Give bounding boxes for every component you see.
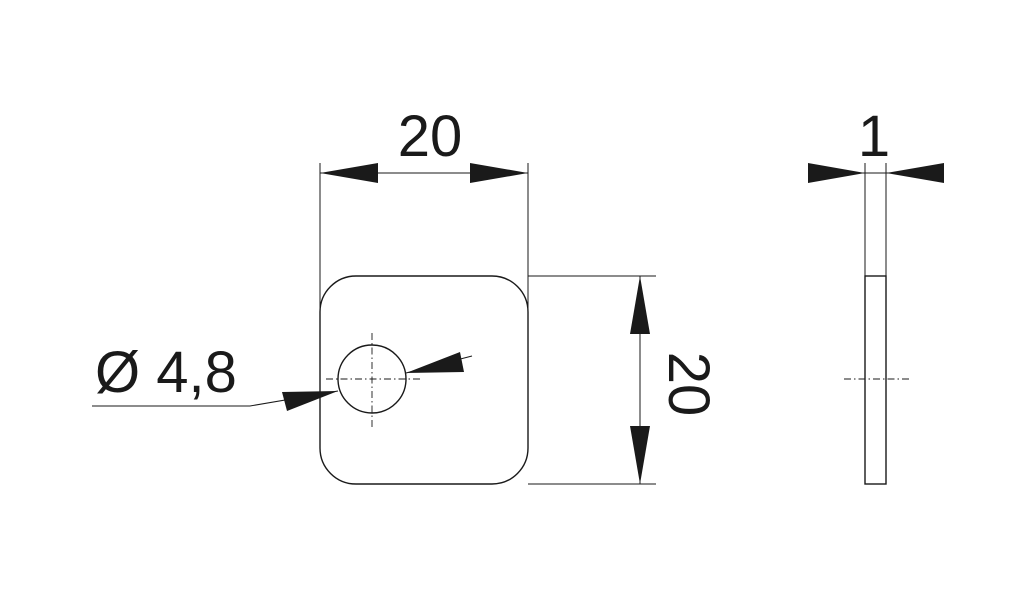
arrowhead-diameter-right bbox=[406, 352, 464, 373]
arrowhead-right-top bbox=[630, 276, 650, 334]
right-height-dimension: 20 bbox=[528, 275, 721, 485]
top-width-dimension: 20 bbox=[319, 104, 529, 312]
arrowhead-top-right bbox=[470, 163, 528, 183]
arrowhead-diameter-left bbox=[282, 391, 338, 411]
front-view bbox=[319, 275, 529, 485]
top-width-label: 20 bbox=[398, 104, 463, 169]
arrowhead-thickness-left bbox=[808, 163, 865, 183]
hole-diameter-label: Ø 4,8 bbox=[95, 340, 237, 405]
hole-outline bbox=[337, 344, 407, 414]
side-view bbox=[844, 163, 912, 485]
arrowhead-top-left bbox=[320, 163, 378, 183]
arrowhead-right-bottom bbox=[630, 426, 650, 484]
plate-outline bbox=[319, 275, 529, 485]
arrowhead-thickness-right bbox=[886, 163, 944, 183]
thickness-dimension: 1 bbox=[808, 104, 944, 183]
side-plate-outline bbox=[864, 275, 887, 485]
right-height-label: 20 bbox=[656, 352, 721, 417]
hole-diameter-dimension: Ø 4,8 bbox=[92, 340, 473, 411]
thickness-label: 1 bbox=[858, 104, 890, 169]
